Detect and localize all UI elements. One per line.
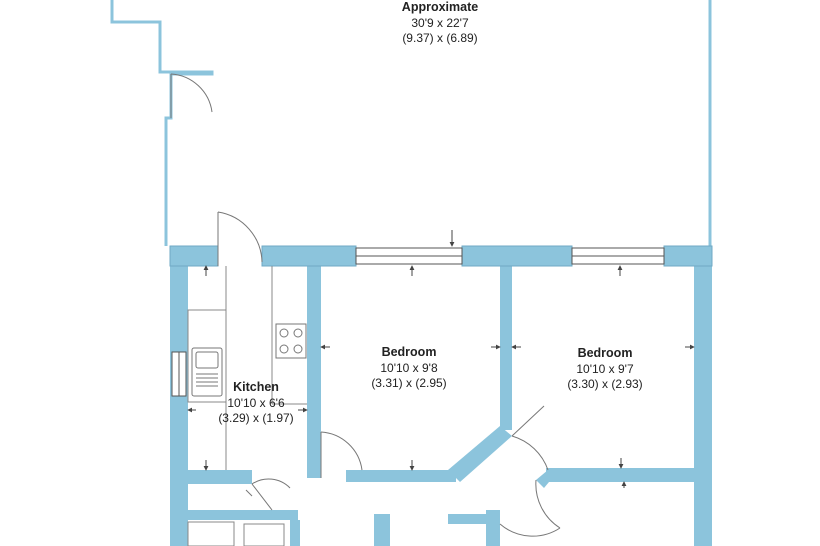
door-swing-icon bbox=[499, 405, 561, 537]
room-name: Approximate bbox=[401, 0, 479, 14]
room-dims-imperial: 10'10 x 9'7 bbox=[576, 361, 634, 376]
room-dims-imperial: 10'10 x 9'8 bbox=[380, 360, 438, 375]
door-swing-icon bbox=[245, 478, 291, 511]
room-name: Kitchen bbox=[233, 380, 279, 394]
room-dims-metric: (3.29) x (1.97) bbox=[218, 410, 294, 425]
room-label-bedroom-2: Bedroom 10'10 x 9'7 (3.30) x (2.93) bbox=[545, 346, 665, 392]
lower-fixtures bbox=[187, 521, 285, 546]
room-label-kitchen: Kitchen 10'10 x 6'6 (3.29) x (1.97) bbox=[196, 380, 316, 426]
door-swing-icon bbox=[320, 431, 363, 478]
window-icon bbox=[355, 247, 463, 265]
kitchen-counters bbox=[187, 266, 307, 470]
room-name: Bedroom bbox=[577, 346, 633, 360]
room-label-bedroom-1: Bedroom 10'10 x 9'8 (3.31) x (2.95) bbox=[349, 345, 469, 391]
sink-icon bbox=[191, 347, 223, 397]
walls bbox=[170, 246, 712, 546]
room-name: Bedroom bbox=[381, 345, 437, 359]
hob-icon bbox=[275, 323, 307, 359]
room-dims-imperial: 10'10 x 6'6 bbox=[227, 395, 285, 410]
room-dims-imperial: 30'9 x 22'7 bbox=[411, 15, 469, 30]
door-swing-icon bbox=[170, 73, 213, 118]
dimension-arrow-icon bbox=[187, 230, 695, 488]
window-icon bbox=[171, 351, 187, 397]
room-dims-metric: (9.37) x (6.89) bbox=[402, 30, 478, 45]
room-label-upper-area: Approximate 30'9 x 22'7 (9.37) x (6.89) bbox=[340, 0, 540, 46]
angled-wall-2 bbox=[536, 470, 554, 488]
upper-area-outline bbox=[110, 0, 712, 246]
angled-wall bbox=[448, 426, 512, 482]
door-swing-icon bbox=[217, 211, 263, 266]
room-dims-metric: (3.31) x (2.95) bbox=[371, 375, 447, 390]
room-dims-metric: (3.30) x (2.93) bbox=[567, 376, 643, 391]
window-icon bbox=[571, 247, 665, 265]
